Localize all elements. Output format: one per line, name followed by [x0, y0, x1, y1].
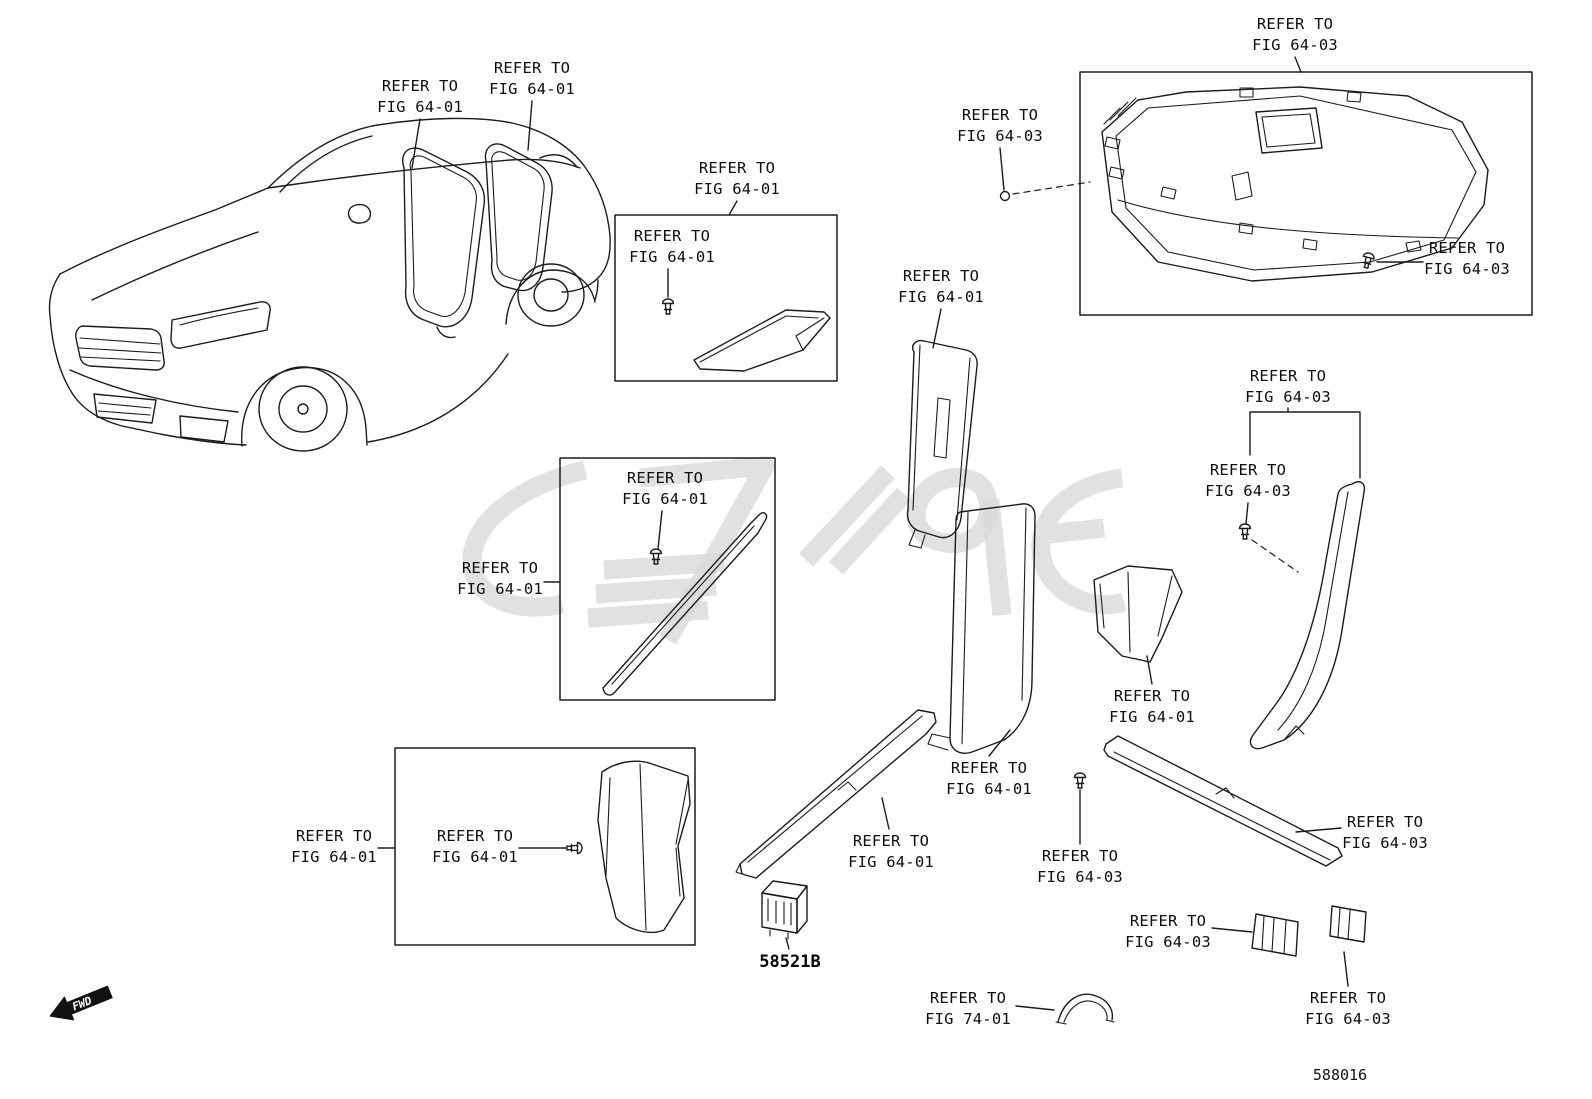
ref-package-tray-right: REFER TO FIG 64-03 — [1424, 239, 1510, 278]
clip-icon-rear-scuff — [1073, 772, 1087, 789]
part-number: 58521B — [759, 952, 821, 972]
ref-rear-scuff-plate: REFER TO FIG 64-03 — [1342, 813, 1428, 852]
ref-quarter-pillar-clip: REFER TO FIG 64-01 — [629, 227, 715, 266]
fwd-arrow: FWD — [49, 985, 113, 1021]
ref-cowl-side-box-left: REFER TO FIG 64-01 — [291, 827, 377, 866]
quarter-pillar-garnish — [693, 309, 831, 372]
ref-front-door-weatherstrip: REFER TO FIG 64-01 — [377, 77, 463, 116]
connector-part — [761, 880, 808, 940]
diagram-number: 588016 — [1312, 1066, 1368, 1084]
ref-center-pillar-lower: REFER TO FIG 64-01 — [946, 759, 1032, 798]
center-pillar-upper-garnish — [906, 339, 978, 549]
cowl-side-trim-box — [597, 760, 691, 934]
ref-rear-pillar-top: REFER TO FIG 64-03 — [1245, 367, 1331, 406]
detail-box-quarter-pillar — [614, 214, 838, 382]
detail-box-roof-rail — [559, 457, 776, 701]
clip-icon-rear-pillar — [1238, 523, 1252, 540]
ref-roof-rail-box: REFER TO FIG 64-01 — [457, 559, 543, 598]
ref-front-scuff-plate: REFER TO FIG 64-01 — [848, 832, 934, 871]
rear-door-weatherstrip — [484, 143, 553, 292]
clip-icon-cowl-side — [566, 841, 583, 855]
front-scuff-plate — [735, 709, 937, 879]
ref-rear-scuff-clip: REFER TO FIG 64-03 — [1037, 847, 1123, 886]
clip-icon-package-tray — [1360, 251, 1376, 270]
ref-cowl-side-right: REFER TO FIG 64-01 — [1109, 687, 1195, 726]
package-tray-trim — [1101, 86, 1489, 282]
leader-lines — [377, 56, 1424, 1011]
ref-assist-grip: REFER TO FIG 74-01 — [925, 989, 1011, 1028]
grommet-icon — [999, 190, 1011, 202]
ref-package-tray-top: REFER TO FIG 64-03 — [1252, 15, 1338, 54]
quarter-vent-right — [1329, 905, 1367, 943]
ref-center-pillar-upper: REFER TO FIG 64-01 — [898, 267, 984, 306]
dashed-leader-package-tray — [1012, 181, 1091, 195]
front-door-weatherstrip — [402, 147, 486, 339]
detail-box-package-tray — [1079, 71, 1533, 316]
ref-package-tray-grommet: REFER TO FIG 64-03 — [957, 106, 1043, 145]
ref-rear-door-weatherstrip: REFER TO FIG 64-01 — [489, 59, 575, 98]
ref-quarter-vent-left: REFER TO FIG 64-03 — [1125, 912, 1211, 951]
rear-scuff-plate — [1103, 735, 1343, 867]
detail-box-cowl-side — [394, 747, 696, 946]
ref-quarter-vent-right: REFER TO FIG 64-03 — [1305, 989, 1391, 1028]
car-body-sketch — [48, 117, 611, 452]
dashed-leader-rear-pillar — [1251, 539, 1299, 573]
clip-icon-quarter-pillar — [661, 298, 675, 315]
roof-side-rail-garnish — [602, 512, 768, 696]
ref-rear-pillar-clip: REFER TO FIG 64-03 — [1205, 461, 1291, 500]
rear-pillar-garnish — [1249, 481, 1366, 750]
quarter-vent-left — [1251, 913, 1299, 957]
ref-roof-rail-clip: REFER TO FIG 64-01 — [622, 469, 708, 508]
cowl-side-trim-rear — [1093, 565, 1183, 663]
ref-cowl-side-box-clip: REFER TO FIG 64-01 — [432, 827, 518, 866]
watermark-logo — [462, 456, 1127, 645]
assist-grip — [1055, 993, 1115, 1025]
ref-quarter-pillar-box: REFER TO FIG 64-01 — [694, 159, 780, 198]
center-pillar-lower-garnish — [927, 503, 1036, 754]
